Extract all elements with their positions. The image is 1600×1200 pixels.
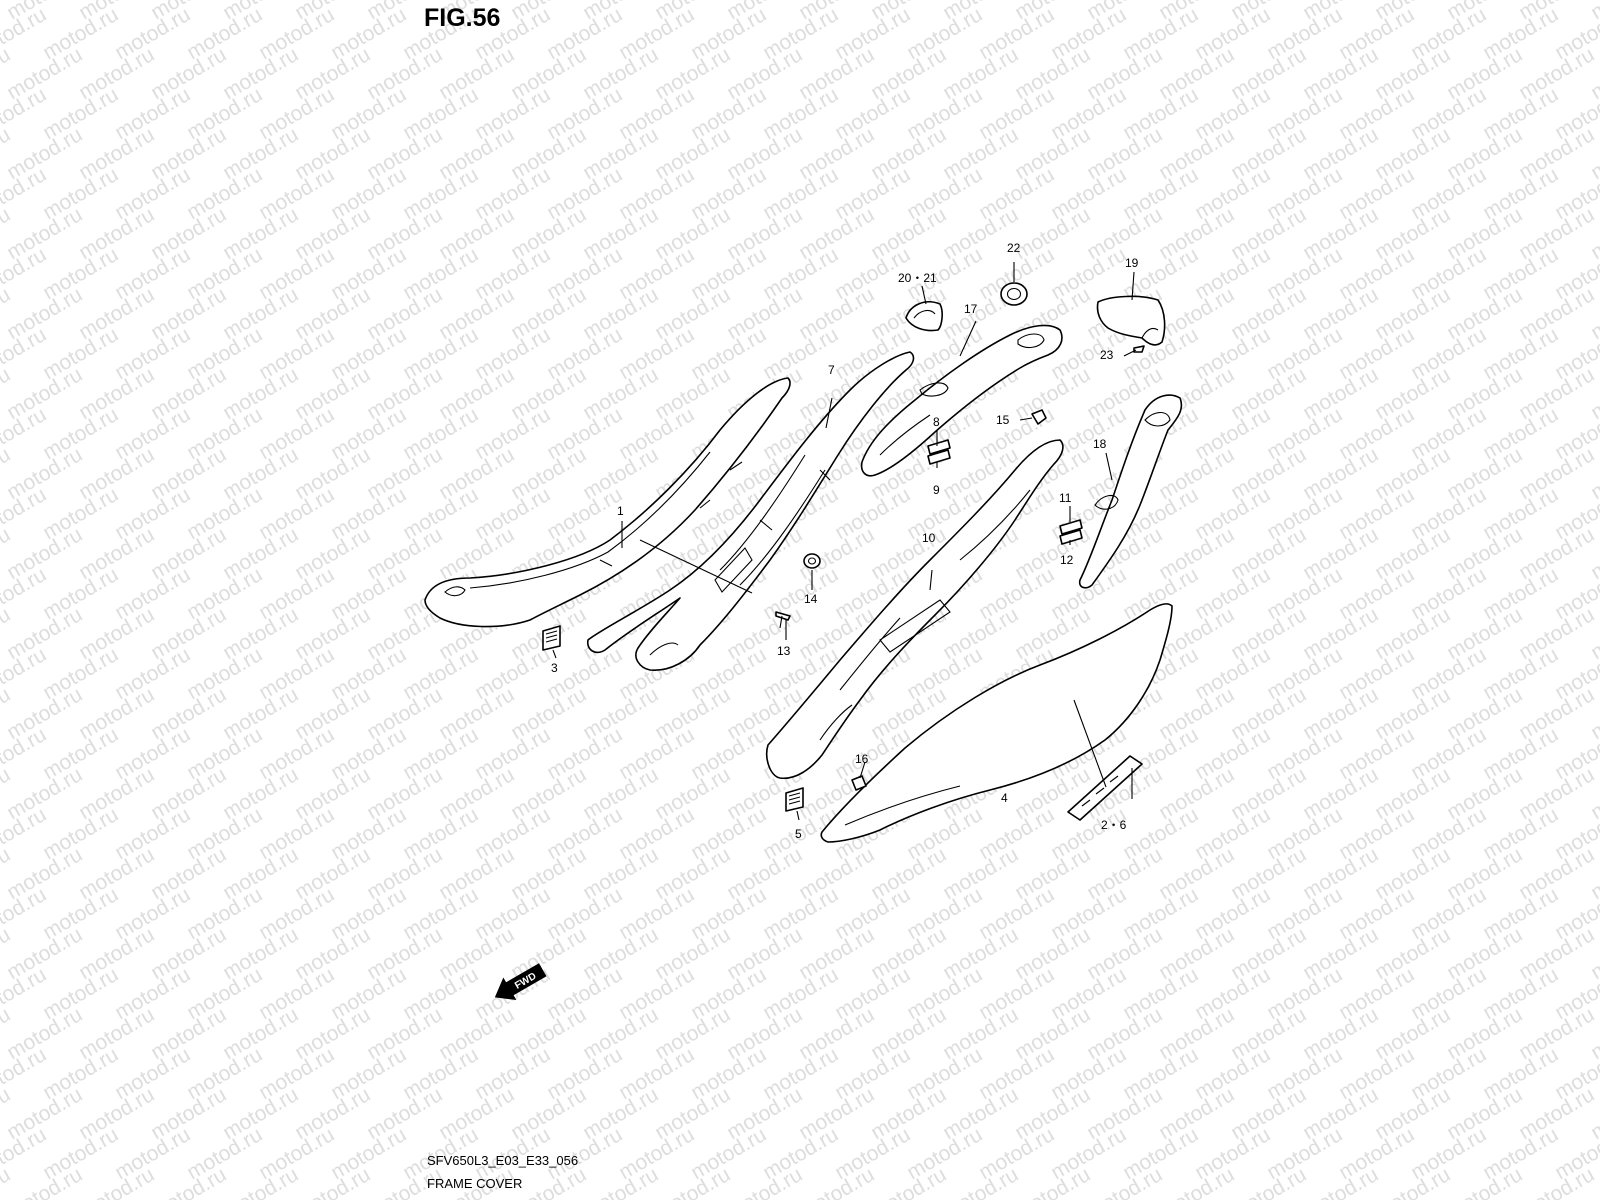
callout-5: 5 bbox=[795, 827, 802, 841]
part-2-6-emblem[interactable] bbox=[1067, 755, 1143, 821]
part-7-inner-frame-cover[interactable] bbox=[586, 351, 915, 671]
leader-lines bbox=[552, 262, 1137, 821]
diagram-name: FRAME COVER bbox=[427, 1176, 523, 1191]
part-11-12-cushion[interactable] bbox=[1059, 519, 1083, 545]
callout-10: 10 bbox=[922, 531, 936, 545]
callout-8: 8 bbox=[933, 415, 940, 429]
callout-19: 19 bbox=[1125, 256, 1139, 270]
callout-11: 11 bbox=[1059, 491, 1072, 505]
callout-23: 23 bbox=[1100, 348, 1114, 362]
part-1-seat-cover[interactable] bbox=[424, 377, 791, 628]
fwd-label: FWD bbox=[513, 971, 538, 992]
part-8-9-cushion[interactable] bbox=[927, 439, 951, 465]
callout-4: 4 bbox=[1001, 791, 1008, 805]
part-17-rear-frame-cover[interactable] bbox=[860, 324, 1063, 477]
fwd-arrow-icon: FWD bbox=[494, 963, 547, 1001]
part-15-clip[interactable] bbox=[1031, 409, 1047, 425]
figure-title: FIG.56 bbox=[424, 4, 501, 32]
callout-9: 9 bbox=[933, 483, 940, 497]
part-10-inner-frame-cover[interactable] bbox=[765, 439, 1064, 780]
part-22-grommet[interactable] bbox=[1000, 282, 1028, 306]
callout-13: 13 bbox=[777, 644, 791, 658]
part-23-screw[interactable] bbox=[1133, 345, 1145, 353]
part-4-side-cover[interactable] bbox=[820, 603, 1173, 843]
callout-18: 18 bbox=[1093, 437, 1107, 451]
callout-12: 12 bbox=[1060, 553, 1074, 567]
part-3-reflector[interactable] bbox=[542, 625, 561, 651]
callout-1: 1 bbox=[617, 504, 624, 518]
part-13-screw[interactable] bbox=[775, 611, 791, 629]
callout-16: 16 bbox=[855, 752, 869, 766]
part-19-rear-cap[interactable] bbox=[1096, 295, 1166, 346]
callout-3: 3 bbox=[551, 661, 558, 675]
diagram-code: SFV650L3_E03_E33_056 bbox=[427, 1153, 579, 1168]
part-18-rear-frame-piece[interactable] bbox=[1078, 394, 1183, 589]
callout-2-6: 2・6 bbox=[1101, 818, 1127, 832]
part-5-reflector[interactable] bbox=[785, 787, 804, 812]
part-20-21-cushion[interactable] bbox=[905, 301, 943, 332]
part-16-clip[interactable] bbox=[851, 775, 867, 791]
callout-22: 22 bbox=[1007, 241, 1021, 255]
callout-14: 14 bbox=[804, 592, 818, 606]
callout-7: 7 bbox=[828, 363, 835, 377]
callout-20-21: 20・21 bbox=[898, 271, 937, 285]
callout-15: 15 bbox=[996, 413, 1010, 427]
part-14-cushion[interactable] bbox=[803, 553, 821, 569]
callout-17: 17 bbox=[964, 302, 978, 316]
